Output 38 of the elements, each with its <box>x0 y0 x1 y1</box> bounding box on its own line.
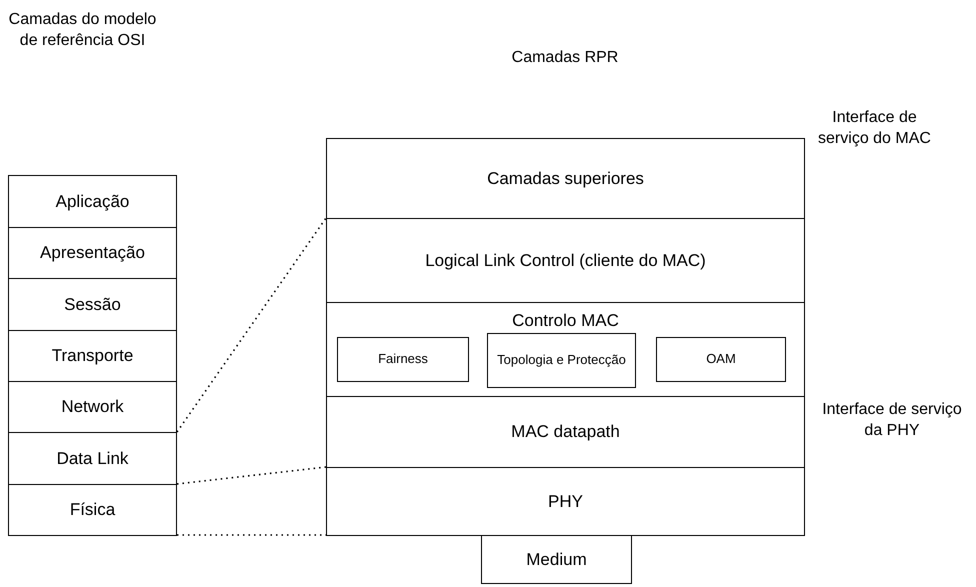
heading: Camadas do modelo de referência OSI <box>8 10 158 51</box>
layer-label: Fairness <box>378 352 428 367</box>
layer-label: PHY <box>548 492 583 512</box>
function-box <box>487 333 636 388</box>
layer-label: Network <box>61 397 124 417</box>
layer-box <box>326 218 805 303</box>
layer-box <box>8 227 177 279</box>
medium-box <box>481 535 632 584</box>
layer-label: Apresentação <box>40 243 145 263</box>
layer-box <box>8 278 177 331</box>
layer-label: Sessão <box>64 294 121 314</box>
layer-box <box>8 432 177 485</box>
layer-label: Data Link <box>56 448 128 468</box>
layer-label: OAM <box>706 352 736 367</box>
layer-box <box>8 330 177 382</box>
layer-box <box>8 175 177 228</box>
dotted-connector <box>176 466 326 485</box>
interface-label: Interface de serviço da PHY <box>821 400 963 441</box>
layer-label: Transporte <box>52 346 134 366</box>
layer-box <box>326 302 805 397</box>
layer-box <box>326 467 805 536</box>
heading: Camadas RPR <box>510 48 620 68</box>
layer-box <box>8 484 177 536</box>
layer-label: MAC datapath <box>511 422 620 442</box>
layer-label: Camadas superiores <box>487 168 644 188</box>
layer-label: Medium <box>526 550 587 570</box>
dotted-connector <box>176 218 327 432</box>
interface-label: Interface de serviço do MAC <box>817 108 932 149</box>
layer-label: Controlo MAC <box>512 311 619 331</box>
layer-box <box>326 396 805 468</box>
layer-label: Aplicação <box>56 192 130 212</box>
layer-label: Topologia e Protecção <box>497 353 626 368</box>
function-box <box>337 337 469 382</box>
layer-label: Física <box>70 500 116 520</box>
layer-box <box>326 138 805 219</box>
function-box <box>656 337 786 382</box>
layer-label: Logical Link Control (cliente do MAC) <box>425 250 706 270</box>
layer-box <box>8 381 177 433</box>
